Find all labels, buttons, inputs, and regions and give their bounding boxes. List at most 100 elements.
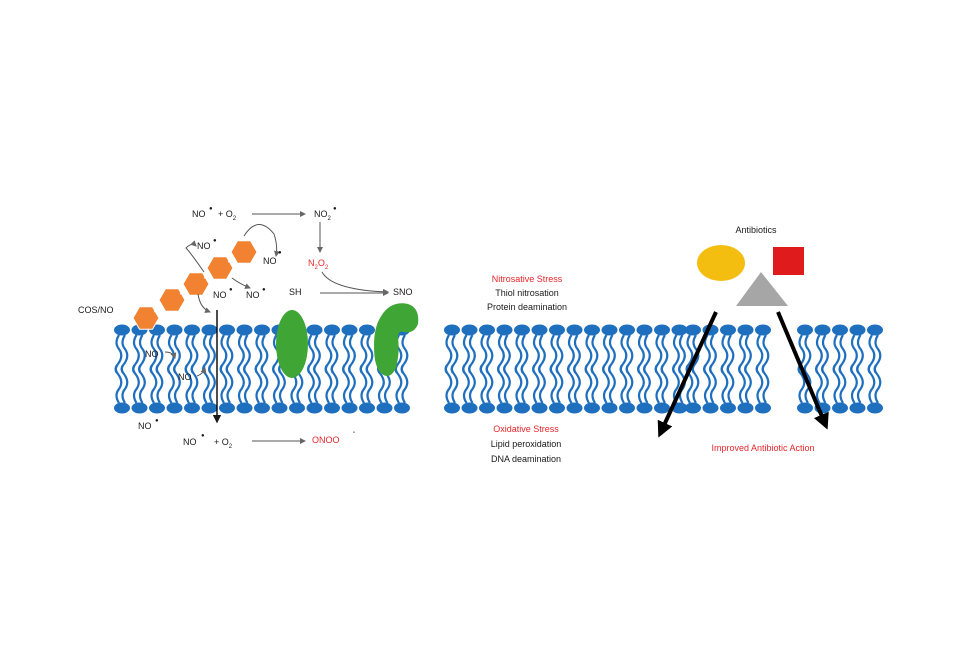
lipid-tail [497,364,505,404]
lipid-head [306,402,323,414]
lipid-head [479,402,495,414]
lipid-tail [549,364,558,404]
no-radical-2: NO [263,256,277,266]
plus-o2-top: + O2 [218,209,237,222]
lipid-tail [538,364,546,404]
lipid-head [797,324,813,336]
lipid-tail [132,364,140,404]
lipid-tail [324,364,333,404]
lipid-head [341,324,358,336]
lipid-tail [208,364,216,404]
lipid-head [496,402,513,414]
lipid-tail [797,364,806,404]
lipid-head [685,324,701,336]
lipid-head [114,402,130,414]
lipid-head [814,324,831,336]
no-radical-top: NO [192,209,206,219]
antibiotic-shapes [697,245,804,306]
lipid-head [359,402,375,414]
lipid-tail [237,364,245,404]
lipid-tail [685,364,694,404]
lipid-head [254,402,270,414]
lipid-head [549,324,565,336]
lipid-tail [479,364,488,404]
lipid-tail [400,364,409,404]
lipid-head [254,324,270,336]
lipid-head [867,324,883,336]
lipid-tail [803,364,812,404]
lipid-tail [703,364,711,404]
lipid-tail [602,364,610,404]
lipid-tail [660,364,669,404]
lipid-head [479,324,495,336]
lipid-head [376,402,393,414]
lipid-tail [254,364,263,404]
lipid-head [720,324,736,336]
lipid-head [514,324,530,336]
no-in-membrane-1: NO [145,349,159,359]
lipid-head [444,324,460,336]
no-radical-3: NO [213,290,227,300]
lipid-head [849,402,866,414]
lipid-tail [856,364,864,404]
lipid-head [720,402,736,414]
lipid-tail [567,364,575,404]
lipid-head [549,402,565,414]
radical-dot: ● [209,206,213,212]
lipid-tail [260,364,269,404]
lipid-head [849,324,866,336]
lipid-tail [225,364,234,404]
lipid-head [601,402,618,414]
lipid-tail [167,364,175,404]
no-radical-4: NO [246,290,260,300]
lipid-tail [149,364,158,404]
lipid-head [236,402,253,414]
no2-radical: NO2 [314,209,331,222]
lipid-head [531,324,548,336]
lipid-head [184,402,200,414]
lipid-head [461,324,478,336]
lipid-tail [278,364,286,404]
lipid-head [702,402,719,414]
antibiotics-label: Antibiotics [735,225,777,235]
radical-dot: ● [278,250,282,256]
lipid-head [201,402,218,414]
lipid-tail [450,364,459,404]
lipid-head [601,324,618,336]
hexagon-bond [153,305,165,313]
lipid-head [496,324,513,336]
lipid-head [394,402,410,414]
lipid-tail [691,364,700,404]
hexagon-unit [206,256,234,280]
lipid-head [737,402,754,414]
radical-dot: ● [155,418,159,424]
sno-label: SNO [393,287,413,297]
radical-dot: ● [213,238,217,244]
lipid-tail [313,364,321,404]
no-in-membrane-2: NO [178,372,192,382]
cos-no-chain [132,240,258,330]
lipid-head [114,324,130,336]
lipid-tail [832,364,841,404]
lipid-tail [532,364,540,404]
no-radical-bottom: NO [138,421,152,431]
lipid-tail [643,364,651,404]
lipid-head [184,324,200,336]
lipid-head [444,402,460,414]
antibiotic-triangle [736,272,788,306]
arrow-antibiotic-right [776,311,829,430]
lipid-head [654,402,670,414]
arrow-membrane-1 [164,351,177,359]
lipid-tail [654,364,663,404]
lipid-head [584,324,600,336]
arrow-release-1 [243,224,280,257]
lipid-tail [637,364,645,404]
lipid-tail [485,364,494,404]
lipid-tail [307,364,315,404]
lipid-tail [838,364,847,404]
lipid-tail [243,364,251,404]
lipid-tail [625,364,634,404]
lipid-head [166,324,183,336]
lipid-tail [348,364,356,404]
